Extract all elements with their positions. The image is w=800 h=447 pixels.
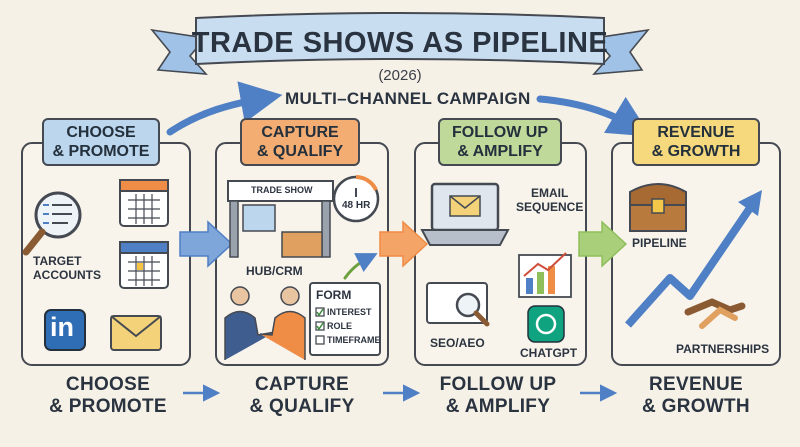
timer-text: 48 HR xyxy=(342,200,371,211)
seo-aeo-label: SEO/AEO xyxy=(430,336,485,350)
bottom-label-capture: CAPTURE& QUALIFY xyxy=(249,374,355,417)
page-title: TRADE SHOWS AS PIPELINE xyxy=(191,27,609,59)
partnerships-label: PARTNERSHIPS xyxy=(676,342,770,356)
form-item-timeframe: TIMEFRAME xyxy=(327,335,381,345)
bottom-label-choose: CHOOSE& PROMOTE xyxy=(49,374,167,417)
stage-label-capture: CAPTURE& QUALIFY xyxy=(240,118,360,166)
stage-arrow-orange xyxy=(379,220,429,268)
stage-label-follow: FOLLOW UP& AMPLIFY xyxy=(438,118,562,166)
pipeline-label: PIPELINE xyxy=(632,236,687,250)
year-label: (2026) xyxy=(378,67,422,84)
booth-sign-text: TRADE SHOW xyxy=(251,185,313,195)
handshake-icon xyxy=(224,286,306,360)
bottom-label-follow: FOLLOW UP& AMPLIFY xyxy=(439,374,557,417)
seo-search-icon xyxy=(426,282,490,327)
stage-label-revenue: REVENUE& GROWTH xyxy=(632,118,760,166)
hub-crm-label: HUB/CRM xyxy=(246,264,303,278)
booth-icon xyxy=(227,180,334,258)
bottom-label-revenue: REVENUE& GROWTH xyxy=(642,374,750,417)
envelope-icon xyxy=(110,315,162,351)
campaign-arrow-left xyxy=(166,81,283,136)
handshake-partnerships-icon xyxy=(684,298,746,329)
chatgpt-label: CHATGPT xyxy=(520,346,578,360)
title-banner xyxy=(150,12,650,75)
magnifier-checklist-icon xyxy=(22,191,82,256)
form-item-role: ROLE xyxy=(327,321,353,331)
stage-box-revenue xyxy=(611,142,781,366)
stage-arrow-green xyxy=(578,220,628,268)
linkedin-icon xyxy=(44,309,86,351)
calendar-icon xyxy=(119,179,169,227)
chatgpt-icon xyxy=(527,305,565,343)
growth-arrow-icon xyxy=(625,190,762,328)
campaign-label: MULTI–CHANNEL CAMPAIGN xyxy=(285,89,531,108)
bar-chart-icon xyxy=(518,252,572,298)
calendar-icon-2 xyxy=(119,241,169,289)
campaign-arrow-right xyxy=(536,95,651,137)
stage-label-choose: CHOOSE& PROMOTE xyxy=(42,118,160,166)
timer-icon xyxy=(332,175,380,223)
form-item-interest: INTEREST xyxy=(327,307,372,317)
stage-arrow-blue xyxy=(179,220,234,268)
linkedin-text: in xyxy=(50,312,74,342)
form-title: FORM xyxy=(316,288,352,302)
form-icon xyxy=(309,282,381,356)
treasure-chest-icon xyxy=(629,183,687,232)
loop-arrow-green xyxy=(343,253,378,280)
laptop-email-icon xyxy=(420,182,510,246)
